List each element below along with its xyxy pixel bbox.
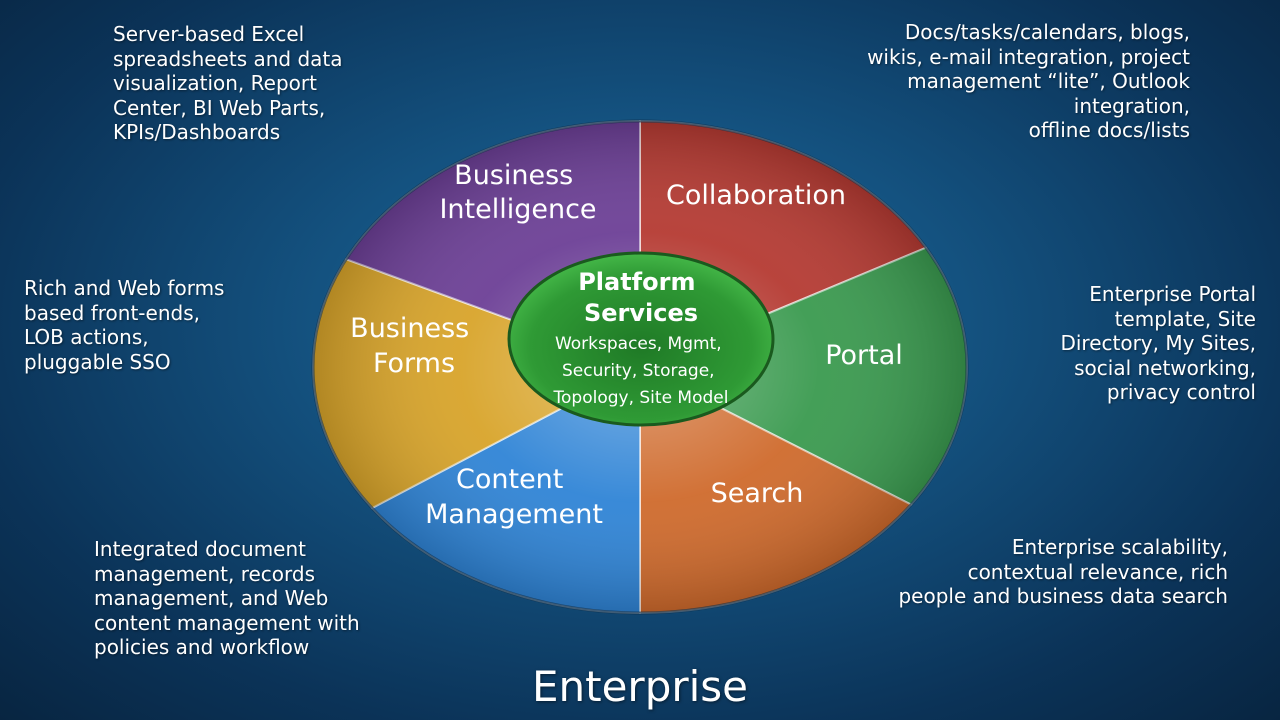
- wheel-rim: [311, 119, 969, 615]
- business-forms-description: Rich and Web forms based front-ends, LOB…: [24, 276, 225, 374]
- enterprise-footer-title: Enterprise: [531, 662, 749, 711]
- label-search: Search: [711, 478, 804, 509]
- hub-title: Platform Services: [578, 268, 704, 327]
- collaboration-description: Docs/tasks/calendars, blogs, wikis, e-ma…: [867, 20, 1190, 142]
- label-business-forms: Business Forms: [350, 313, 478, 379]
- hub-subtitle: Workspaces, Mgmt, Security, Storage, Top…: [553, 334, 729, 408]
- label-content-management: Content Management: [425, 464, 603, 530]
- platform-services-hub: Platform Services Workspaces, Mgmt, Secu…: [507, 251, 775, 427]
- business-intelligence-description: Server-based Excel spreadsheets and data…: [113, 22, 343, 144]
- label-portal: Portal: [825, 340, 903, 371]
- label-collaboration: Collaboration: [666, 180, 846, 211]
- label-business-intelligence: Business Intelligence: [439, 160, 596, 225]
- content-management-description: Integrated document management, records …: [94, 537, 360, 659]
- portal-description: Enterprise Portal template, Site Directo…: [1060, 282, 1256, 404]
